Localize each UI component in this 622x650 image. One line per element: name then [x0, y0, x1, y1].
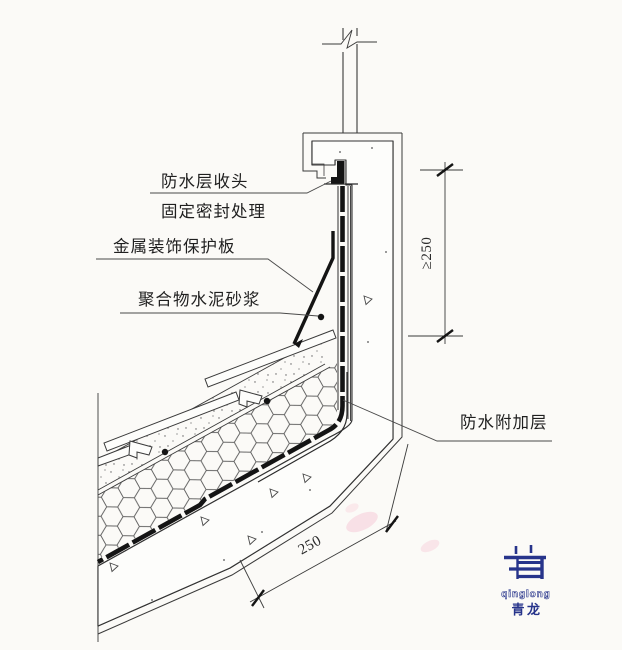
dimension-line: [249, 520, 397, 603]
tile-middle: [103, 391, 240, 452]
leader-membrane-termination: [150, 180, 332, 194]
label-membrane-termination: 防水层收头: [161, 172, 249, 191]
extension-line: [385, 443, 409, 533]
dimension-eave-extent: [239, 443, 409, 609]
coping-inner-lip: [312, 163, 325, 176]
qinglong-logo: qinglong 青龙: [501, 545, 550, 617]
wall-stub-break: [322, 28, 377, 133]
dimension-text-eave: 250: [296, 533, 325, 559]
dimension-tick: [251, 589, 265, 607]
clip-fastener-dot: [263, 397, 271, 405]
leader-dot: [317, 313, 325, 321]
waterproof-membrane: [96, 186, 345, 565]
label-metal-plate: 金属装饰保护板: [113, 237, 236, 256]
wall-outer-render: [97, 133, 403, 635]
label-sealing-treatment: 固定密封处理: [161, 202, 266, 221]
dimension-tick: [436, 163, 454, 177]
qinglong-logo-glyph: [504, 545, 546, 579]
insulation-layer: [98, 363, 337, 559]
scan-stains: [345, 503, 440, 553]
leader-lines: [96, 180, 552, 442]
wall-layer-lines: [337, 186, 351, 421]
leader-metal-plate: [96, 258, 314, 293]
dimension-tick: [436, 329, 454, 343]
leader-additional-layer: [342, 399, 552, 442]
break-symbol: [322, 29, 377, 49]
concrete-symbols: [109, 295, 373, 573]
scan-specks: [151, 147, 387, 601]
tile-clip: [128, 440, 153, 459]
additional-membrane-line: [257, 372, 348, 483]
membrane-termination: [324, 161, 358, 185]
clip-fastener-dot: [161, 448, 169, 456]
dimension-parapet-height: [408, 162, 463, 344]
tile-clip: [238, 389, 263, 408]
metal-protection-plate: [292, 231, 335, 345]
coping-outer-outline: [302, 132, 402, 179]
concrete-structure: [97, 140, 394, 627]
tile-upper: [204, 329, 337, 388]
dimension-tick: [385, 515, 399, 533]
tile-clips: [128, 389, 271, 459]
leader-polymer-mortar: [120, 312, 319, 317]
extension-line: [239, 559, 265, 609]
plate-tile-seal: [294, 339, 303, 348]
logo-text-zh: 青龙: [511, 602, 542, 617]
logo-text-en: qinglong: [501, 589, 550, 600]
dimension-text-parapet: ≥250: [419, 237, 435, 270]
label-polymer-mortar: 聚合物水泥砂浆: [138, 290, 261, 309]
label-additional-layer: 防水附加层: [460, 413, 548, 432]
